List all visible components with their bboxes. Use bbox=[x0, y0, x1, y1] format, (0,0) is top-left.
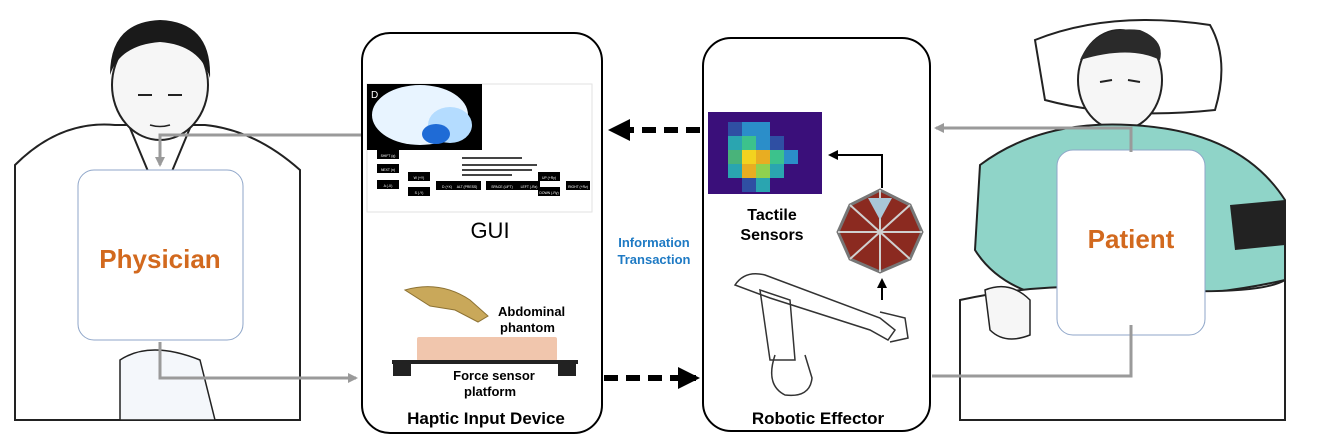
gui-key-label: D (+X) bbox=[442, 185, 452, 189]
tactile-heatmap bbox=[708, 112, 822, 194]
robot-to-patient-line bbox=[932, 325, 1133, 378]
heatmap-cell bbox=[742, 164, 756, 178]
gui-panel-letter: D bbox=[371, 90, 378, 101]
haptic-panel-title: Haptic Input Device bbox=[407, 409, 565, 428]
physician-label-box bbox=[77, 169, 244, 341]
gui-key-button bbox=[486, 181, 518, 190]
heatmap-cell bbox=[770, 150, 784, 164]
gui-key-label: SHIFT (q) bbox=[381, 154, 396, 158]
gui-key-button bbox=[377, 150, 399, 159]
heatmap-cell bbox=[742, 178, 756, 192]
gui-key-button bbox=[436, 181, 458, 190]
transaction-label: Transaction bbox=[618, 252, 691, 267]
gui-key-button bbox=[408, 172, 430, 181]
tactile-label-2: Sensors bbox=[740, 227, 803, 244]
gui-key-button bbox=[538, 172, 560, 181]
gui-key-button bbox=[538, 187, 560, 196]
robot-arm-illustration bbox=[733, 273, 909, 397]
heatmap-cell bbox=[742, 136, 756, 150]
gui-key-label: RIGHT (+Rz) bbox=[568, 185, 588, 189]
gui-key-label: NEXT (n) bbox=[381, 168, 395, 172]
gui-key-button bbox=[408, 187, 430, 196]
tactile-label-1: Tactile bbox=[747, 207, 797, 224]
heatmap-cell bbox=[756, 178, 770, 192]
gui-key-label: LEFT (-Rz) bbox=[521, 185, 538, 189]
patient-to-robot-arrow bbox=[934, 123, 1133, 152]
gui-key-label: SPACE (LIFT) bbox=[491, 185, 512, 189]
gui-label: GUI bbox=[470, 218, 509, 243]
heatmap-cell bbox=[756, 136, 770, 150]
gui-key-button bbox=[518, 181, 540, 190]
force-sensor-label-1: Force sensor bbox=[453, 368, 535, 383]
physician-label: Physician bbox=[99, 244, 220, 274]
abdominal-phantom-illustration bbox=[392, 286, 578, 376]
gui-key-button bbox=[453, 181, 481, 190]
gui-key-label: S (-Y) bbox=[415, 191, 424, 195]
gui-key-label: W (+Y) bbox=[414, 176, 425, 180]
information-label: Information bbox=[618, 235, 690, 250]
heatmap-cell bbox=[728, 122, 742, 136]
abdominal-label-2: phantom bbox=[500, 320, 555, 335]
gui-key-label: ALT (PRESS) bbox=[457, 185, 478, 189]
gui-key-button bbox=[566, 181, 590, 190]
force-sensor-label-2: platform bbox=[464, 384, 516, 399]
gui-to-physician-arrow bbox=[155, 133, 362, 167]
gui-key-label: DOWN (-Ry) bbox=[539, 191, 558, 195]
robot-panel-title: Robotic Effector bbox=[752, 409, 885, 428]
heatmap-cell bbox=[770, 136, 784, 150]
heatmap-cell bbox=[784, 150, 798, 164]
gui-key-label: A (-X) bbox=[384, 184, 393, 188]
heatmap-cell bbox=[742, 150, 756, 164]
gui-button-grid: SHIFT (q) NEXT (n) A (-X) W (+Y) S (-Y) D (+X… bbox=[377, 150, 590, 196]
patient-label: Patient bbox=[1088, 224, 1175, 254]
physician-to-haptic-arrow bbox=[158, 342, 358, 383]
sensor-to-heatmap-arrow bbox=[828, 150, 883, 188]
gui-key-button bbox=[377, 164, 399, 173]
heatmap-cell bbox=[756, 150, 770, 164]
heatmap-cell bbox=[756, 164, 770, 178]
heatmap-cell bbox=[742, 122, 756, 136]
heatmap-cell bbox=[728, 164, 742, 178]
heatmap-cell bbox=[756, 122, 770, 136]
heatmap-cell bbox=[770, 164, 784, 178]
heatmap-cell bbox=[728, 136, 742, 150]
abdominal-label-1: Abdominal bbox=[498, 304, 565, 319]
heatmap-cell bbox=[728, 150, 742, 164]
tactile-sensor-hexagon bbox=[836, 188, 924, 274]
gui-key-label: UP (+Ry) bbox=[542, 176, 556, 180]
gui-key-button bbox=[377, 180, 399, 189]
